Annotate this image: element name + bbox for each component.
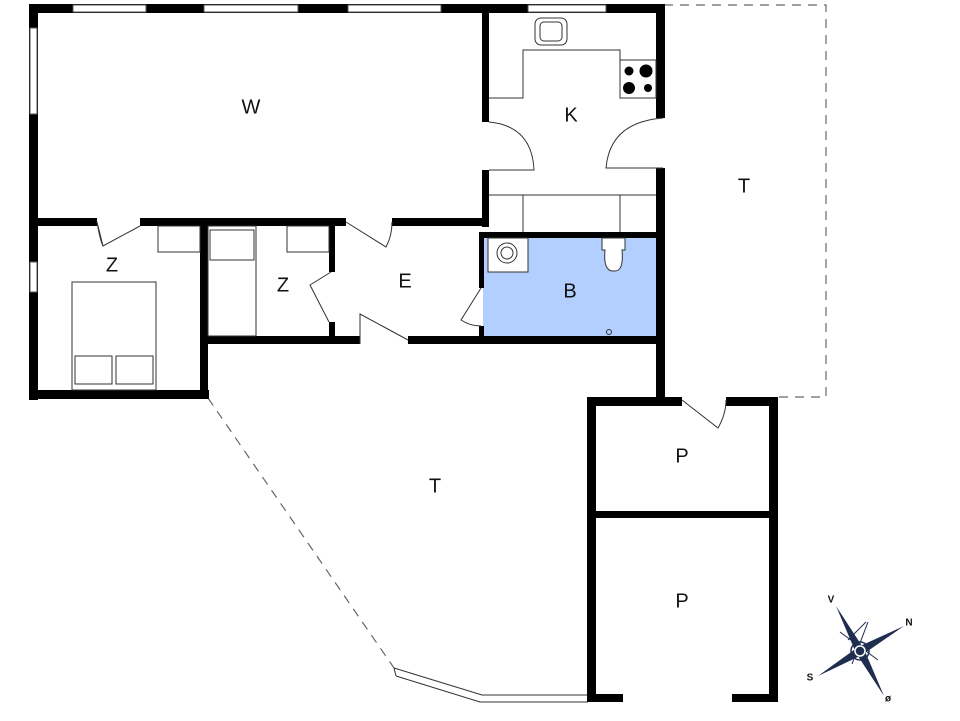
room-label-bedroom-2: Z [277,274,289,296]
room-label-kitchen: K [564,104,578,126]
room-label-storage-2: P [675,590,688,612]
room-label-terrace-south: T [429,475,441,497]
compass-north-label: N [905,618,912,629]
furniture [71,17,657,391]
room-label-storage-1: P [675,445,688,467]
terrace-south-boundary [207,397,395,669]
compass-south-label: S [807,673,814,684]
compass-rose-icon: V N S ø [807,595,913,705]
terrace-railing [393,667,588,703]
windows [29,4,607,293]
terrace-east-boundary [664,4,827,398]
room-label-bedroom-1: Z [106,254,118,276]
compass-east-label: ø [885,694,892,705]
room-label-entrance: E [398,270,411,292]
compass-west-label: V [828,595,835,606]
room-label-terrace-east: T [738,175,750,197]
room-label-bathroom: B [563,280,576,302]
doors [96,117,727,429]
room-label-living: W [242,96,261,118]
walls [29,4,778,702]
stove-icon [623,64,653,94]
